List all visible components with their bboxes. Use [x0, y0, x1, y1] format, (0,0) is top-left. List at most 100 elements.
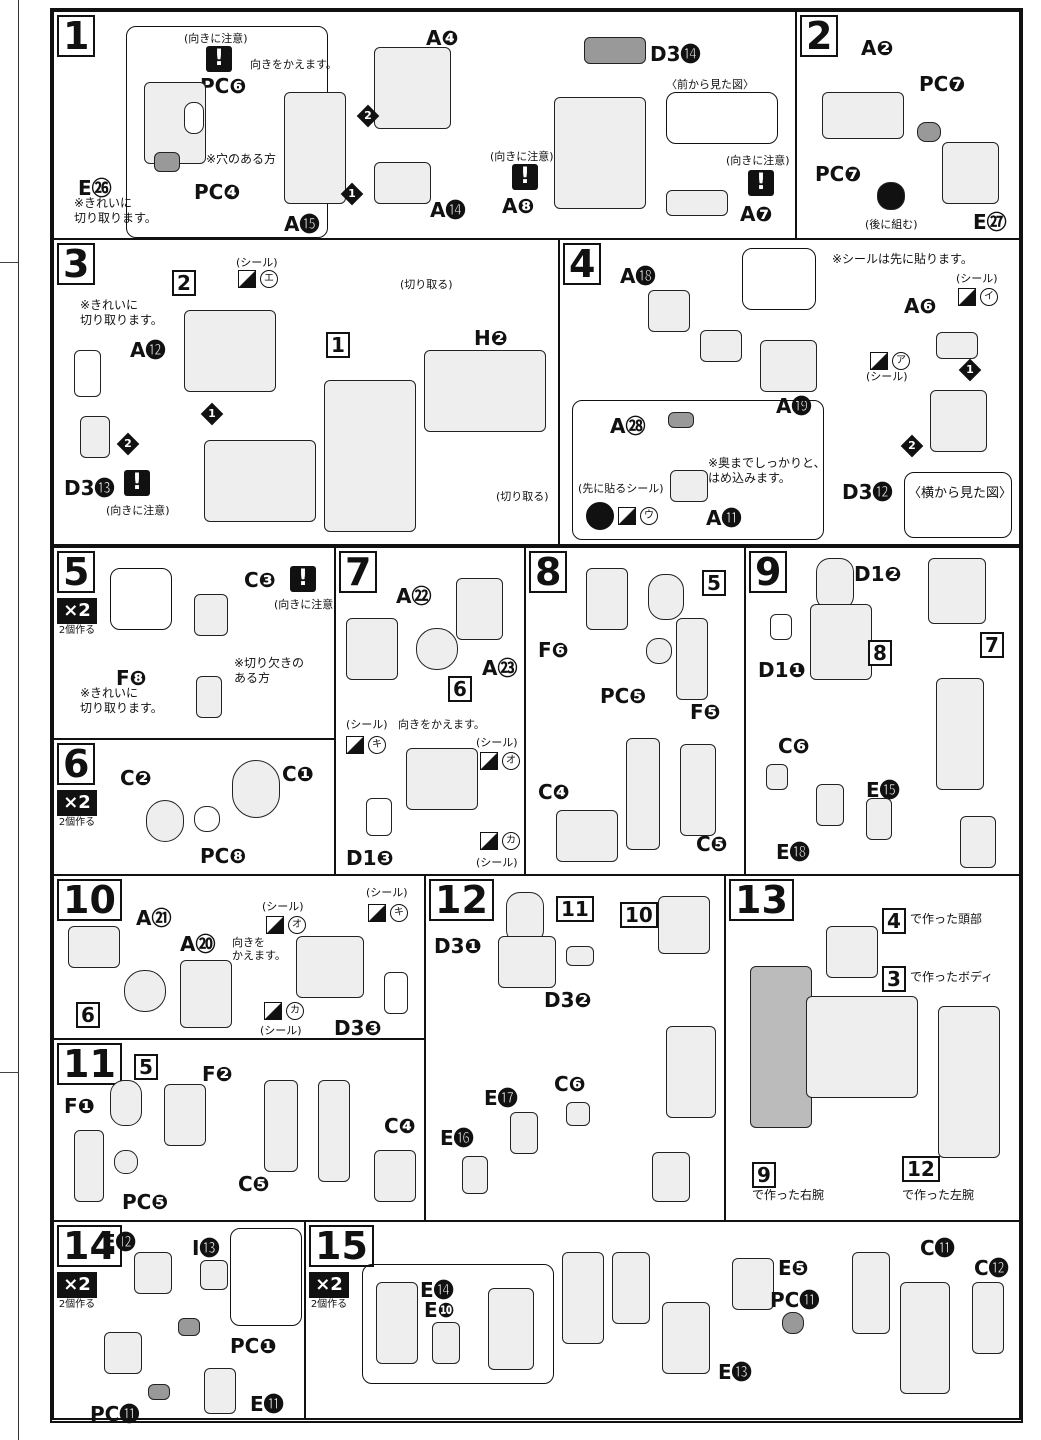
part-shape — [930, 390, 987, 452]
part-label: E⓫ — [250, 1392, 284, 1416]
part-label: PC⓫ — [770, 1288, 820, 1312]
part-label: F❺ — [690, 700, 721, 724]
sticker-marker: キ — [368, 904, 408, 922]
step-number: 1 — [57, 15, 96, 57]
part-shape — [666, 190, 728, 216]
part-shape — [416, 628, 458, 670]
sequence-marker: 2 — [900, 434, 924, 458]
part-label: D3❸ — [334, 1016, 382, 1040]
sticker-note: (シール) — [260, 1024, 302, 1037]
sequence-marker: 2 — [116, 432, 140, 456]
sticker-note: (シール) — [236, 256, 278, 269]
step-reference: 5 — [134, 1054, 158, 1080]
warning-icon: ! — [124, 470, 150, 496]
part-shape — [917, 122, 941, 142]
step-number: 6 — [57, 743, 96, 785]
sticker-marker: オ — [266, 916, 306, 934]
front-view-note: 〈前から見た図〉 — [666, 78, 754, 91]
part-shape — [204, 1368, 236, 1414]
part-label: PC⓫ — [90, 1402, 140, 1426]
step-11-panel: 11 5 F❷ F❶ PC❺ C❹ C❺ — [52, 1038, 426, 1222]
part-shape — [626, 738, 660, 850]
step-reference: 5 — [702, 570, 726, 596]
part-label: A❽ — [502, 194, 535, 218]
sticker-marker: カ — [264, 1002, 304, 1020]
part-label: PC❺ — [122, 1190, 169, 1214]
part-shape — [374, 47, 451, 129]
part-shape — [488, 1288, 534, 1370]
cut-note: (切り取る) — [400, 278, 453, 291]
margin-divider — [0, 1072, 18, 1073]
part-label: PC❻ — [200, 74, 247, 98]
part-shape — [110, 1080, 142, 1126]
part-label: E⓭ — [718, 1360, 752, 1384]
part-shape — [782, 1312, 804, 1334]
part-shape — [972, 1282, 1004, 1354]
part-shape — [164, 1084, 206, 1146]
sticker-note: (シール) — [366, 886, 408, 899]
part-shape — [584, 37, 646, 64]
callout-frame — [666, 92, 778, 144]
part-shape — [346, 618, 398, 680]
part-shape — [104, 1332, 142, 1374]
caution-note: (向きに注意) — [106, 504, 170, 517]
body-note: で作ったボディ — [910, 970, 994, 984]
part-label: D1❷ — [854, 562, 902, 586]
part-label: D3❶ — [434, 934, 482, 958]
part-label: PC❼ — [815, 162, 862, 186]
step-7-panel: 7 A㉒ A㉓ 6 (シール) 向きをかえます。 (シール) キ オ カ (シー… — [334, 546, 526, 876]
part-shape — [154, 152, 180, 172]
part-shape — [406, 748, 478, 810]
step-9-panel: 9 D1❷ 8 D1❶ 7 C❻ E⓯ E⓲ — [744, 546, 1021, 876]
part-label: A⓲ — [620, 264, 656, 288]
notch-note: ※切り欠きの ある方 — [234, 656, 305, 685]
sequence-marker: 1 — [958, 358, 982, 382]
part-shape — [456, 578, 503, 640]
sticker-marker: オ — [480, 752, 520, 770]
assemble-later-note: (後に組む) — [865, 218, 918, 231]
part-label: E⓮ — [420, 1278, 454, 1302]
part-shape — [586, 568, 628, 630]
part-shape — [296, 936, 364, 998]
part-shape — [194, 594, 228, 636]
part-shape — [750, 966, 812, 1128]
part-label: C❷ — [120, 766, 152, 790]
step-reference: 6 — [448, 676, 472, 702]
step-number: 12 — [429, 879, 494, 921]
part-shape — [826, 926, 878, 978]
part-label: A⓫ — [706, 506, 742, 530]
part-shape — [936, 678, 984, 790]
part-label: D3⓬ — [842, 480, 893, 504]
part-shape — [554, 97, 646, 209]
step-number: 11 — [57, 1043, 122, 1085]
trim-note: ※きれいに 切り取ります。 — [80, 298, 163, 327]
part-label: C❺ — [696, 832, 728, 856]
part-shape — [80, 416, 110, 458]
part-shape — [376, 1282, 418, 1364]
part-shape — [766, 764, 788, 790]
part-label: E㉗ — [973, 210, 1007, 234]
part-label: A⑳ — [180, 932, 216, 956]
sequence-marker: 1 — [340, 182, 364, 206]
part-shape — [232, 760, 280, 818]
part-shape — [498, 936, 556, 988]
part-shape — [318, 1080, 350, 1182]
part-label: C❶ — [282, 762, 314, 786]
part-shape — [900, 1282, 950, 1394]
callout-frame — [230, 1228, 302, 1326]
part-label: E㉖ — [78, 176, 112, 200]
sticker-note: (シール) — [866, 370, 908, 383]
part-shape — [646, 638, 672, 664]
part-shape — [424, 350, 546, 432]
part-shape — [852, 1252, 890, 1334]
part-shape — [770, 614, 792, 640]
part-shape — [204, 440, 316, 522]
step-number: 2 — [800, 15, 839, 57]
part-shape — [432, 1322, 460, 1364]
part-label: PC❼ — [919, 72, 966, 96]
part-shape — [194, 806, 220, 832]
step-number: 5 — [57, 551, 96, 593]
cut-note: (切り取る) — [496, 490, 549, 503]
